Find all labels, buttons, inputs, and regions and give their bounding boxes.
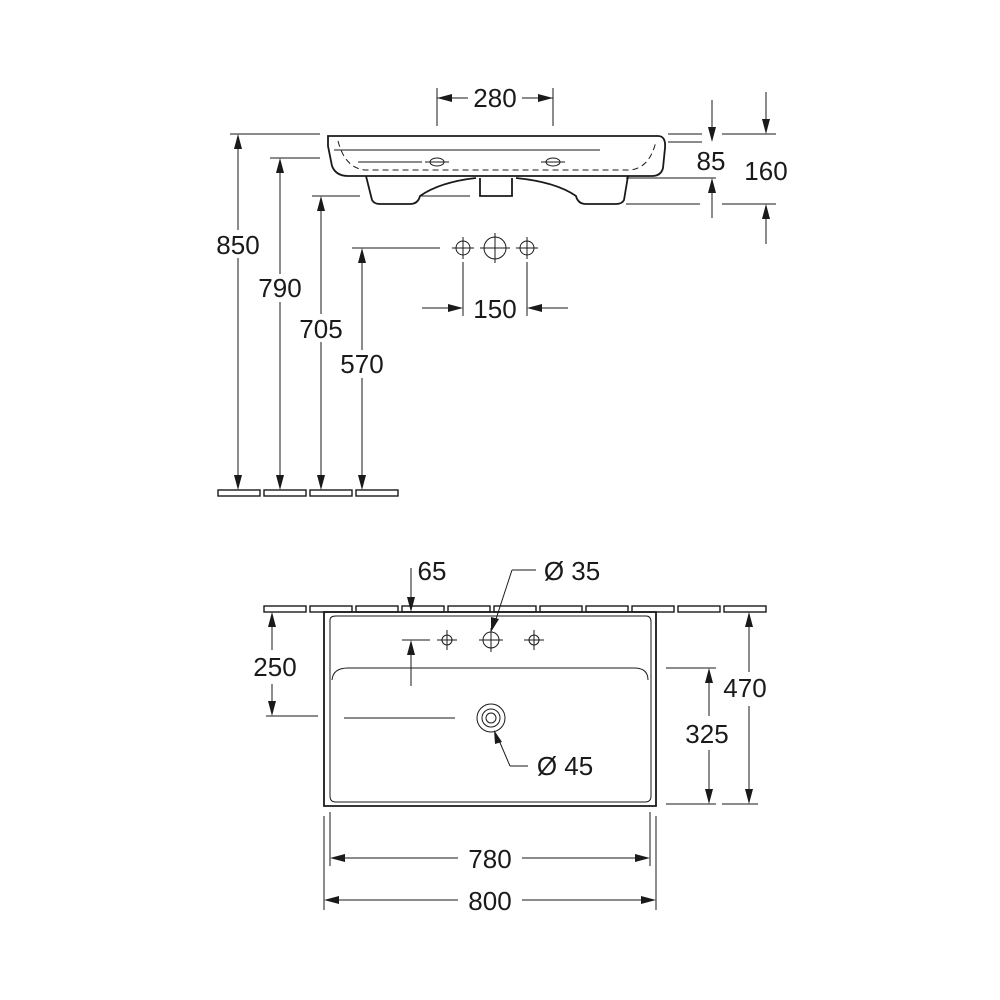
dim-150: 150 (422, 262, 568, 324)
dim-35-label: Ø 35 (544, 556, 600, 586)
dim-250: 250 (253, 612, 318, 717)
dim-150-label: 150 (473, 294, 516, 324)
dim-325-label: 325 (685, 719, 728, 749)
dim-65-label: 65 (418, 556, 447, 586)
dim-160-label: 160 (744, 156, 787, 186)
waste-outlet (344, 703, 506, 733)
dim-85-160: 85 160 (626, 92, 788, 244)
leader-45: Ø 45 (494, 730, 593, 781)
dim-800-label: 800 (468, 886, 511, 916)
leader-35: Ø 35 (491, 556, 600, 632)
dim-780-800: 780 800 (323, 812, 657, 916)
top-view: 65 Ø 35 Ø 45 250 (253, 556, 767, 916)
wall-strip (263, 605, 767, 613)
basin-top-outline (323, 611, 657, 807)
dim-470-325: 325 470 (666, 612, 767, 805)
dim-470-label: 470 (723, 673, 766, 703)
dim-45-label: Ø 45 (537, 751, 593, 781)
dim-780-label: 780 (468, 844, 511, 874)
dim-850-label: 850 (216, 230, 259, 260)
dim-65: 65 (407, 556, 446, 686)
dim-250-label: 250 (253, 652, 296, 682)
dim-705-label: 705 (299, 314, 342, 344)
tap-holes-top (402, 628, 544, 652)
floor-line (217, 489, 399, 497)
tap-holes-side (352, 233, 538, 263)
dim-570-label: 570 (340, 349, 383, 379)
basin-side-profile (327, 135, 667, 205)
dim-790-label: 790 (258, 273, 301, 303)
dim-85-label: 85 (697, 146, 726, 176)
dim-280: 280 (436, 83, 554, 126)
height-dims: 850 790 705 570 (214, 133, 470, 490)
side-view: 280 85 160 (214, 83, 788, 497)
dim-280-label: 280 (473, 83, 516, 113)
